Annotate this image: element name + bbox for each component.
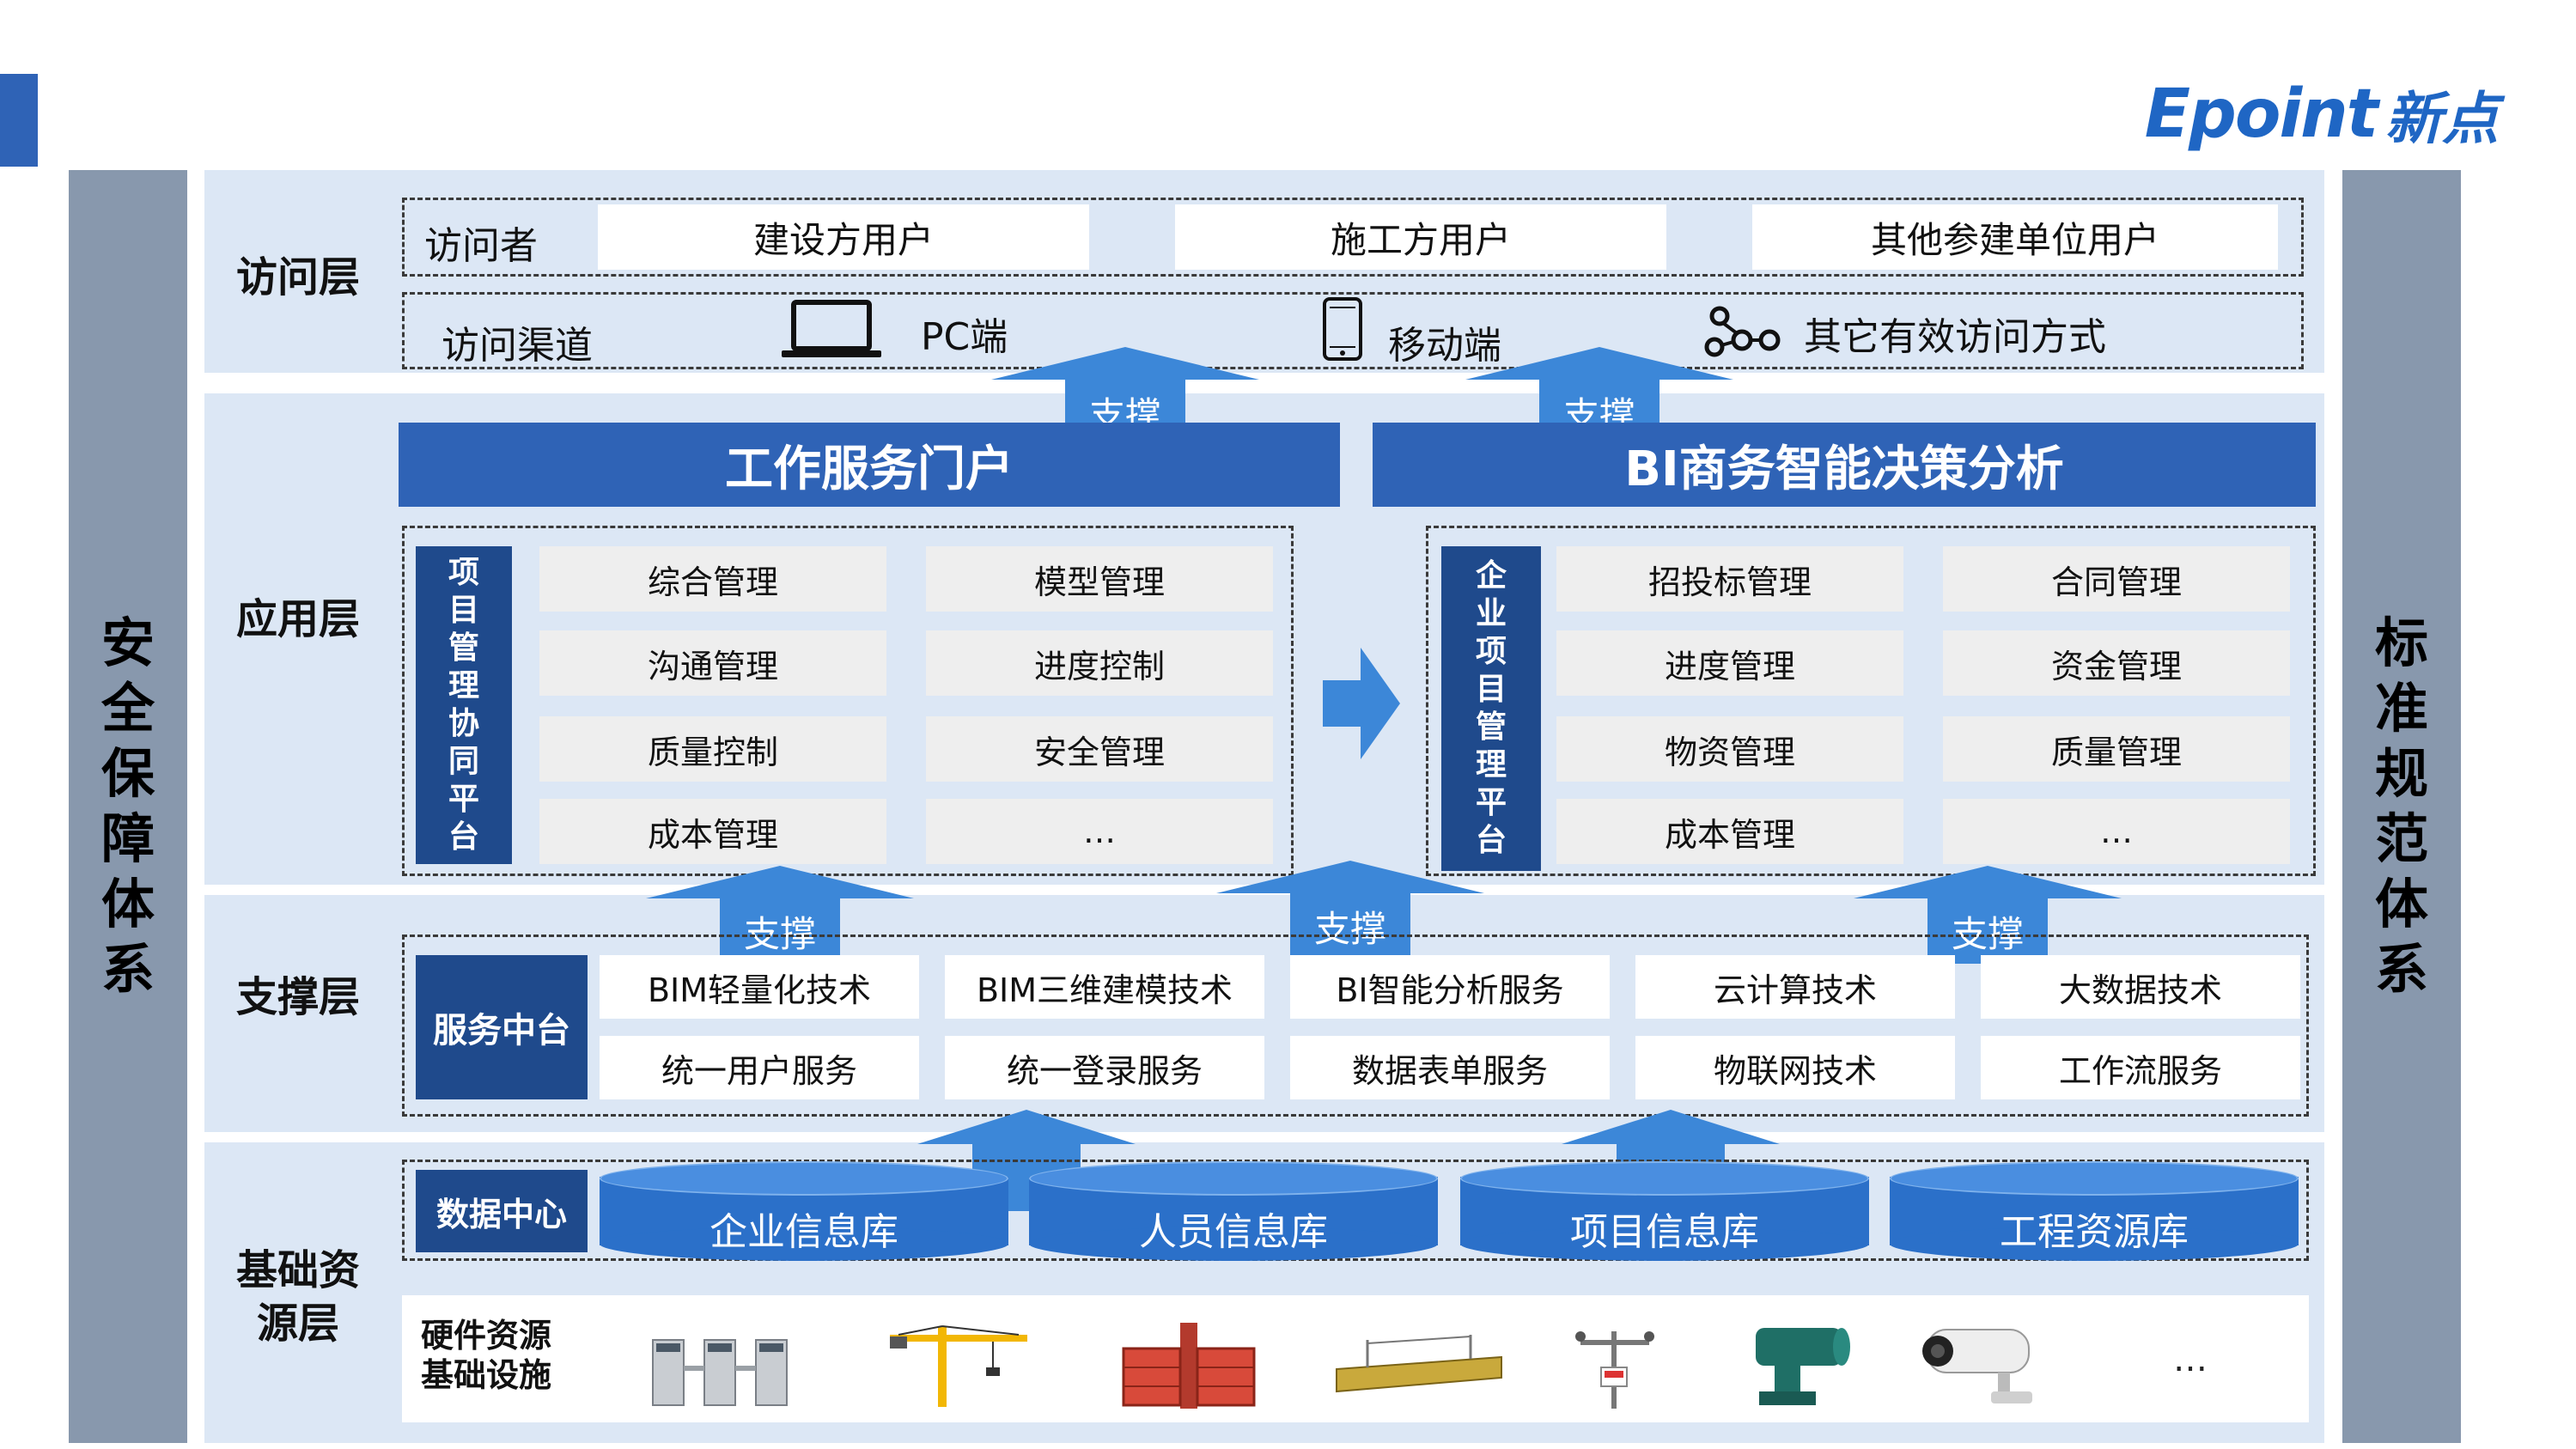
laptop-icon <box>782 300 881 357</box>
logo-text-en: Epoint <box>2144 76 2378 153</box>
database-label: 工程资源库 <box>2000 1210 2189 1254</box>
pillar-char: 保 <box>100 742 155 805</box>
app-module: … <box>926 799 1273 864</box>
tower-crane-icon <box>890 1325 1027 1407</box>
app-module: 模型管理 <box>926 546 1273 612</box>
pillar-char: 系 <box>100 938 155 1001</box>
service-box: 数据表单服务 <box>1290 1036 1610 1099</box>
database-cylinder: 企业信息库 <box>600 1161 1008 1261</box>
app-module: 资金管理 <box>1943 630 2290 696</box>
standards-system-pillar: 标 准 规 范 体 系 <box>2342 170 2461 1443</box>
access-layer <box>204 170 2324 373</box>
pillar-char: 准 <box>2374 677 2428 740</box>
pillar-char: 安 <box>100 612 155 674</box>
app-module: 合同管理 <box>1943 546 2290 612</box>
visitor-box: 施工方用户 <box>1175 204 1666 270</box>
hardware-label-line: 硬件资源 <box>421 1317 552 1355</box>
database-cylinder: 人员信息库 <box>1029 1161 1438 1261</box>
base-layer-title: 基础资 源层 <box>225 1244 371 1350</box>
service-box: 大数据技术 <box>1981 955 2300 1019</box>
support-arrow: 支撑 <box>1216 861 1484 959</box>
app-module: 成本管理 <box>1556 799 1903 864</box>
hardware-label-line: 基础设施 <box>421 1356 552 1394</box>
app-module: 物资管理 <box>1556 716 1903 782</box>
app-module: 安全管理 <box>926 716 1273 782</box>
visitor-row <box>402 198 2304 277</box>
service-box: BIM轻量化技术 <box>600 955 919 1019</box>
enterprise-project-platform-label: 企业项目管理平台 <box>1441 546 1541 871</box>
support-arrow-label: 支撑 <box>720 898 840 964</box>
application-layer-title: 应用层 <box>235 595 360 643</box>
base-layer-title-line: 基础资 <box>235 1246 360 1294</box>
app-module: 成本管理 <box>539 799 886 864</box>
channel-other-label: 其它有效访问方式 <box>1804 315 2106 359</box>
camera-icon <box>1922 1329 2032 1403</box>
pillar-char: 体 <box>2374 873 2428 935</box>
pillar-char: 标 <box>2374 612 2428 674</box>
pillar-char: 系 <box>2374 938 2428 1001</box>
service-box: BI智能分析服务 <box>1290 955 1610 1019</box>
construction-hoist-icon <box>1122 1323 1256 1409</box>
pillar-char: 规 <box>2374 742 2428 805</box>
service-box: 统一用户服务 <box>600 1036 919 1099</box>
pillar-char: 体 <box>100 873 155 935</box>
support-arrow-label: 支撑 <box>1290 893 1410 959</box>
support-arrow-label: 支撑 <box>1927 898 2048 964</box>
base-layer-title-line: 源层 <box>256 1300 339 1348</box>
bi-analysis-header: BI商务智能决策分析 <box>1373 423 2316 507</box>
service-box: BIM三维建模技术 <box>945 955 1264 1019</box>
app-module: 质量控制 <box>539 716 886 782</box>
app-module: 进度控制 <box>926 630 1273 696</box>
app-module: … <box>1943 799 2290 864</box>
hardware-label: 硬件资源 基础设施 <box>421 1316 551 1395</box>
service-platform-box <box>402 935 2309 1117</box>
visitor-box: 其他参建单位用户 <box>1752 204 2278 270</box>
database-label: 企业信息库 <box>709 1210 898 1254</box>
support-layer-title: 支撑层 <box>235 973 360 1021</box>
data-center-label: 数据中心 <box>416 1170 588 1252</box>
pillar-char: 障 <box>100 807 155 870</box>
database-label: 项目信息库 <box>1570 1210 1759 1254</box>
visitor-label: 访问者 <box>424 224 538 268</box>
service-box: 物联网技术 <box>1635 1036 1955 1099</box>
data-center-box <box>402 1160 2309 1261</box>
work-portal-header: 工作服务门户 <box>399 423 1340 507</box>
channel-row <box>402 292 2304 369</box>
channel-label: 访问渠道 <box>442 324 593 368</box>
database-cylinder: 工程资源库 <box>1890 1161 2299 1261</box>
middle-platform-label: 服务中台 <box>416 955 588 1099</box>
brand-logo: Epoint 新点 <box>2145 76 2499 153</box>
accent-tab <box>0 74 38 167</box>
turnstile-icon <box>652 1339 788 1406</box>
app-module: 进度管理 <box>1556 630 1903 696</box>
visitor-box: 建设方用户 <box>598 204 1089 270</box>
service-box: 统一登录服务 <box>945 1036 1264 1099</box>
app-module: 质量管理 <box>1943 716 2290 782</box>
support-arrow: 支撑 <box>1854 866 2122 964</box>
access-layer-title: 访问层 <box>235 253 360 301</box>
logo-text-cn: 新点 <box>2385 86 2499 152</box>
right-arrow-icon <box>1323 648 1400 759</box>
pillar-char: 全 <box>100 677 155 740</box>
service-box: 云计算技术 <box>1635 955 1955 1019</box>
platform-icon <box>1336 1335 1502 1393</box>
app-module: 沟通管理 <box>539 630 886 696</box>
project-collab-platform-label: 项目管理协同平台 <box>416 546 512 864</box>
phone-icon <box>1323 297 1362 361</box>
support-arrow: 支撑 <box>646 866 914 964</box>
weather-station-icon <box>1575 1331 1654 1409</box>
fog-cannon-icon <box>1756 1328 1850 1405</box>
app-module: 综合管理 <box>539 546 886 612</box>
app-module: 招投标管理 <box>1556 546 1903 612</box>
service-box: 工作流服务 <box>1981 1036 2300 1099</box>
pillar-char: 范 <box>2374 807 2428 870</box>
database-cylinder: 项目信息库 <box>1460 1161 1869 1261</box>
database-label: 人员信息库 <box>1139 1210 1328 1254</box>
security-system-pillar: 安 全 保 障 体 系 <box>69 170 187 1443</box>
hardware-more: … <box>2173 1340 2208 1379</box>
